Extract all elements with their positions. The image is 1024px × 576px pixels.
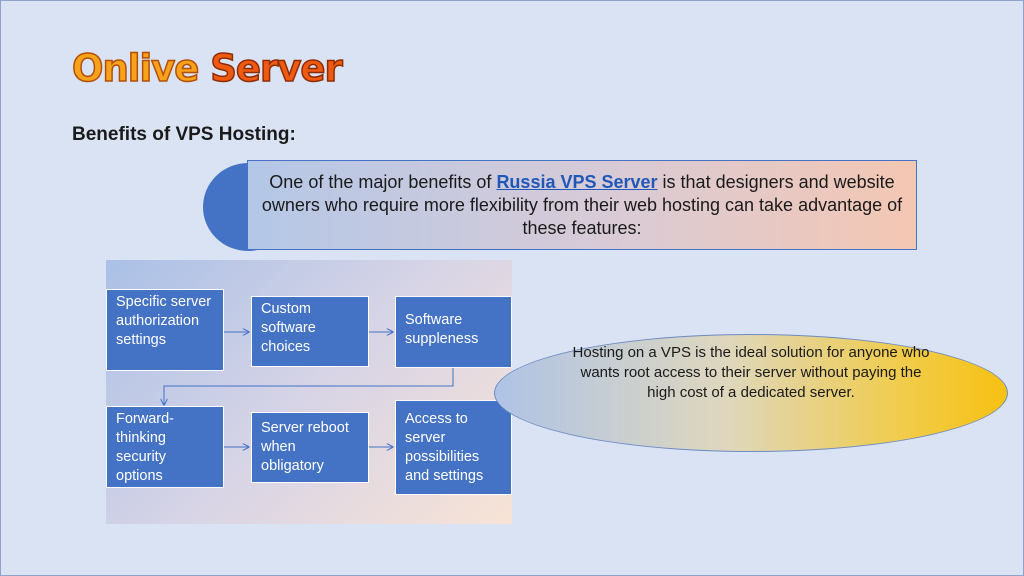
- flow-step-server-reboot: Server reboot when obligatory: [251, 412, 369, 483]
- logo-word-server: Server: [210, 47, 344, 90]
- logo: Onlive Server: [71, 47, 344, 90]
- benefits-flow-diagram: Specific server authorization settings C…: [106, 260, 512, 524]
- page-title: Benefits of VPS Hosting:: [72, 124, 296, 145]
- russia-vps-server-link[interactable]: Russia VPS Server: [496, 172, 658, 192]
- flow-connectors: [106, 260, 454, 524]
- flow-step-software-suppleness: Software suppleness: [395, 296, 512, 368]
- flow-step-security-options: Forward-thinking security options: [106, 406, 224, 488]
- intro-text-after: is that designers and website owners who…: [261, 172, 903, 238]
- intro-box: One of the major benefits of Russia VPS …: [247, 160, 917, 250]
- logo-word-onlive: Onlive: [71, 47, 200, 90]
- arrow-row-wrap: [164, 368, 454, 405]
- flow-step-software-choices: Custom software choices: [251, 296, 369, 367]
- flow-step-server-access: Access to server possibilities and setti…: [395, 400, 512, 495]
- intro-text-before: One of the major benefits of: [269, 172, 497, 192]
- flow-step-authorization-settings: Specific server authorization settings: [106, 289, 224, 371]
- vps-callout-ellipse: Hosting on a VPS is the ideal solution f…: [494, 334, 1008, 452]
- callout-text: Hosting on a VPS is the ideal solution f…: [572, 344, 930, 401]
